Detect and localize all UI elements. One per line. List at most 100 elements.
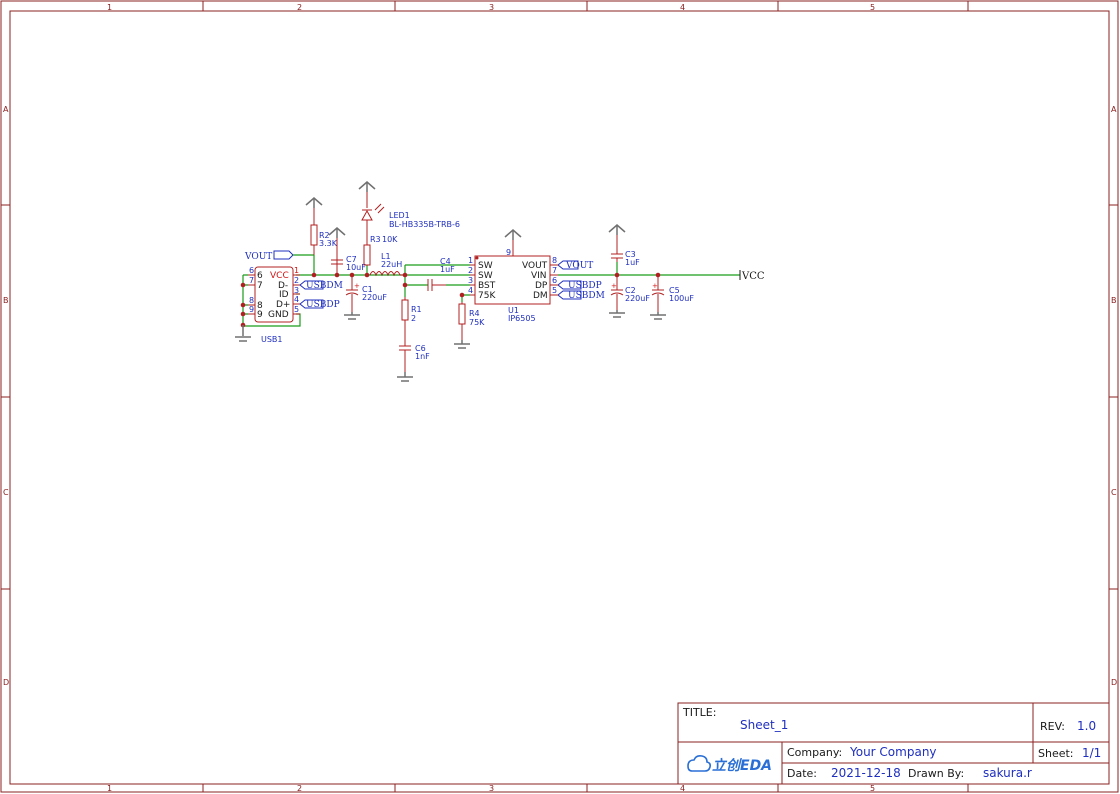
usbdp-flag-left [299,299,324,309]
wire-usb-left [242,274,248,325]
u1-name-75k: 75K [478,291,496,301]
net-labels: VOUT USBDM USBDP VOUT USBDP USBDM VCC [244,250,765,310]
r2-ref: R2 [319,231,330,240]
company-label: Company: [787,746,842,759]
net-usbdp-left: USBDP [306,300,340,310]
usb1-pin-9-outer: 9 [249,305,254,314]
c1-ref: C1 [362,285,373,294]
r3-resistor[interactable]: R3 10K [363,235,398,266]
c2-ref: C2 [625,286,636,295]
c3-capacitor[interactable]: C3 1uF [611,235,640,267]
u1-name-sw1: SW [478,261,493,271]
usb1-pin-1: 1 [294,266,299,275]
rev-value: 1.0 [1077,719,1096,733]
junction-dots [240,272,661,328]
col-label-3: 3 [489,3,494,12]
r3-ref: R3 [370,235,381,244]
vout-flag-left [273,250,294,260]
u1-name-dp: DP [535,281,548,291]
drawn-by-label: Drawn By: [908,767,964,780]
c5-capacitor[interactable]: + C5 100uF [651,275,694,312]
logo-text: 立创EDA [712,757,772,774]
row-label-a: A [3,105,9,114]
row-label-a-right: A [1111,105,1117,114]
u1-value: IP6505 [508,314,536,323]
usb1-pin-3: 3 [294,286,299,295]
c6-value: 1nF [415,352,430,361]
row-label-d: D [3,678,9,687]
usb1-pin-8-outer: 8 [249,296,254,305]
row-label-d-right: D [1111,678,1117,687]
title-block: TITLE: Sheet_1 REV: 1.0 立创EDA Company: Y… [677,702,1110,785]
r1-resistor[interactable]: R1 2 [401,297,422,346]
power-arrow-icon [504,229,522,240]
c2-capacitor[interactable]: + C2 220uF [610,275,650,310]
u1-name-bst: BST [478,281,496,291]
usb1-name-vcc: VCC [270,271,289,281]
l1-ref: L1 [381,252,391,261]
usb1-name-dm: D- [278,281,288,291]
c4-capacitor[interactable]: C4 1uF [427,257,455,291]
ground-icon [397,372,413,382]
col-label-4-bottom: 4 [680,784,685,793]
r3-value: 10K [382,235,398,244]
net-vout-right: VOUT [565,261,593,271]
u1-ic-ip6505[interactable]: 1 2 3 4 SW SW BST 75K 8 7 6 5 VOUT VIN D… [468,240,558,323]
col-label-5: 5 [870,3,875,12]
usb1-pin-8-inner: 8 [257,301,263,311]
r4-ref: R4 [469,309,480,318]
u1-pin-8: 8 [552,256,557,265]
usb1-connector[interactable]: 6 7 8 9 6 7 8 9 VCC D- ID D+ GND 1 2 3 4… [248,266,300,344]
r1-value: 2 [411,314,416,323]
c5-value: 100uF [669,294,694,303]
c6-capacitor[interactable]: C6 1nF [399,344,430,372]
c2-value: 220uF [625,294,650,303]
led1-value: BL-HB335B-TRB-6 [389,220,460,229]
usb1-name-gnd: GND [268,310,289,320]
c3-value: 1uF [625,258,640,267]
ground-icon [609,310,625,318]
net-vcc: VCC [741,271,765,282]
col-label-2: 2 [297,3,302,12]
usbdm-flag-left [299,280,324,290]
u1-pin-7: 7 [552,266,557,275]
u1-name-dm: DM [533,291,548,301]
usb1-ref: USB1 [261,335,283,344]
ground-icon [454,340,470,349]
u1-pin-9: 9 [506,248,511,257]
r2-resistor[interactable]: R2 3.3K [310,208,338,255]
u1-name-vout: VOUT [522,261,548,271]
c3-ref: C3 [625,250,636,259]
u1-ref: U1 [508,306,519,315]
usb1-pin-6-outer: 6 [249,266,254,275]
usb1-name-dp: D+ [276,300,290,310]
usb1-pin-7-outer: 7 [249,276,254,285]
usb1-pin-2: 2 [294,276,299,285]
l1-inductor[interactable]: L1 22uH [369,252,405,277]
led1-ref: LED1 [389,211,410,220]
rev-label: REV: [1040,720,1065,733]
sheet-title: Sheet_1 [740,718,788,732]
c4-value: 1uF [440,265,455,274]
led1-diode[interactable]: LED1 BL-HB335B-TRB-6 [361,192,460,238]
sheet-value: 1/1 [1082,746,1101,760]
r4-resistor[interactable]: R4 75K [458,302,485,340]
u1-pin-1: 1 [468,256,473,265]
row-label-c: C [3,488,9,497]
u1-name-vin: VIN [531,271,547,281]
col-label-2-bottom: 2 [297,784,302,793]
col-label-1: 1 [107,3,112,12]
c7-capacitor[interactable]: C7 10uF [331,238,366,275]
usb1-pin-9-inner: 9 [257,310,263,320]
power-symbols [235,181,666,382]
usbdm-flag-right [557,290,582,300]
c1-capacitor[interactable]: + C1 220uF [345,275,387,312]
u1-pin-5: 5 [552,286,557,295]
usbdp-flag-right [557,280,582,290]
net-usbdp-right: USBDP [568,281,602,291]
vout-flag-right [557,260,579,270]
usb1-pin-7-inner: 7 [257,281,263,291]
c6-ref: C6 [415,344,426,353]
net-usbdm-right: USBDM [568,291,605,301]
